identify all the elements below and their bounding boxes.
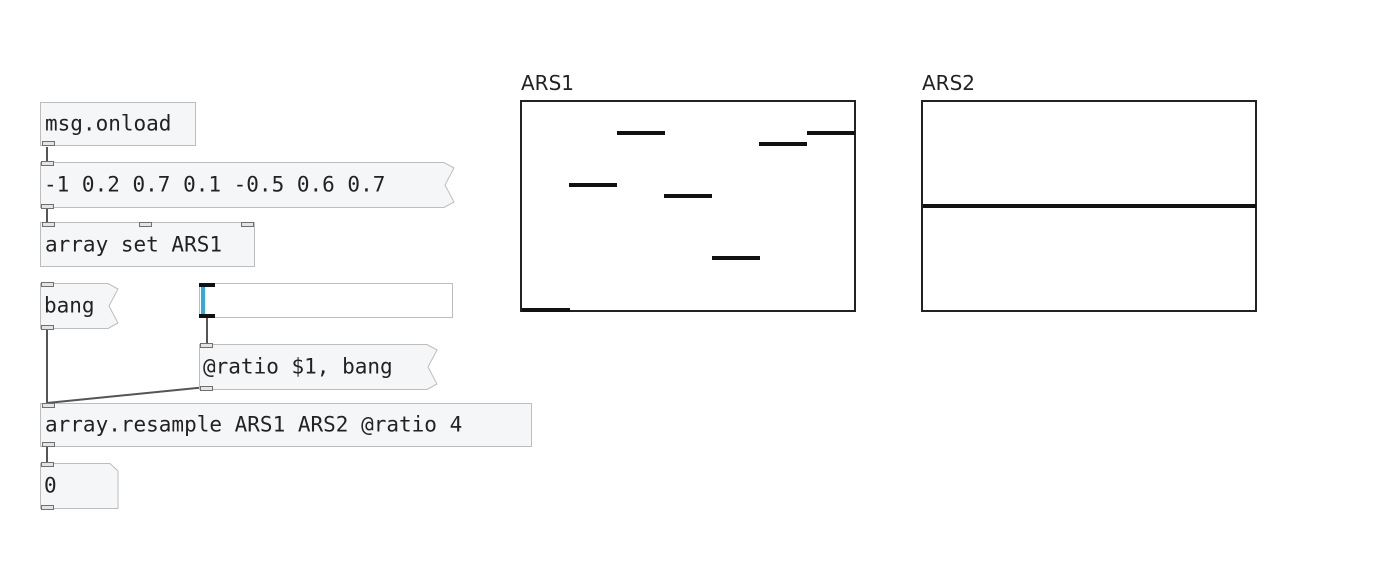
ars1-point-1[interactable] — [569, 183, 618, 188]
slider-knob[interactable] — [201, 285, 205, 316]
slider-outlet[interactable] — [199, 314, 215, 318]
list-message-label: -1 0.2 0.7 0.1 -0.5 0.6 0.7 — [44, 172, 386, 197]
ars1-array-graph[interactable] — [520, 100, 856, 312]
bang-message-label: bang — [44, 293, 95, 318]
number-box-shape — [40, 463, 119, 509]
ars1-point-6[interactable] — [806, 131, 855, 136]
ars2-point-5[interactable] — [1160, 204, 1209, 208]
number-inlet[interactable] — [41, 462, 54, 467]
resample-label: array.resample ARS1 ARS2 @ratio 4 — [45, 412, 463, 437]
output-number-value: 0 — [44, 473, 57, 498]
list-message-outlet[interactable] — [41, 204, 54, 209]
array-set-inlet-3[interactable] — [241, 222, 254, 227]
bang-message-outlet[interactable] — [41, 325, 54, 330]
array-set-inlet-1[interactable] — [42, 222, 55, 227]
ars2-array-graph[interactable] — [921, 100, 1257, 312]
ratio-message-label: @ratio $1, bang — [203, 354, 393, 379]
number-outlet[interactable] — [41, 505, 54, 510]
ars2-point-6[interactable] — [1207, 204, 1256, 208]
ars1-label: ARS1 — [521, 71, 574, 95]
bang-message[interactable]: bang — [40, 282, 120, 330]
array-set-inlet-2[interactable] — [139, 222, 152, 227]
horizontal-slider[interactable] — [199, 283, 453, 318]
array-set-object[interactable]: array set ARS1 — [40, 222, 255, 267]
ratio-message-outlet[interactable] — [200, 386, 213, 391]
ars1-point-4[interactable] — [711, 256, 760, 260]
ars2-point-4[interactable] — [1112, 204, 1161, 208]
ars2-point-1[interactable] — [970, 204, 1019, 208]
message-box-shape — [199, 344, 438, 390]
ars2-label: ARS2 — [922, 71, 975, 95]
list-message-inlet[interactable] — [41, 161, 54, 166]
list-message[interactable]: -1 0.2 0.7 0.1 -0.5 0.6 0.7 — [40, 161, 456, 209]
ars1-point-2[interactable] — [616, 131, 665, 136]
ars2-point-3[interactable] — [1065, 204, 1114, 208]
onload-outlet[interactable] — [42, 141, 55, 146]
ars1-point-5[interactable] — [759, 141, 808, 146]
message-box-shape — [40, 162, 455, 208]
onload-label: msg.onload — [45, 111, 172, 136]
ratio-message[interactable]: @ratio $1, bang — [199, 343, 439, 391]
resample-outlet[interactable] — [42, 442, 55, 447]
array-set-label: array set ARS1 — [45, 232, 223, 256]
ratio-message-inlet[interactable] — [200, 343, 213, 348]
resample-object[interactable]: array.resample ARS1 ARS2 @ratio 4 — [40, 403, 532, 447]
ars1-point-0[interactable] — [522, 308, 570, 312]
onload-object[interactable]: msg.onload — [40, 102, 196, 146]
ars1-point-3[interactable] — [664, 193, 713, 198]
ars2-point-0[interactable] — [923, 204, 971, 208]
ars2-point-2[interactable] — [1017, 204, 1066, 208]
output-number-box[interactable]: 0 — [40, 462, 120, 510]
slider-inlet[interactable] — [199, 283, 215, 287]
resample-inlet[interactable] — [42, 403, 55, 408]
bang-message-inlet[interactable] — [41, 282, 54, 287]
